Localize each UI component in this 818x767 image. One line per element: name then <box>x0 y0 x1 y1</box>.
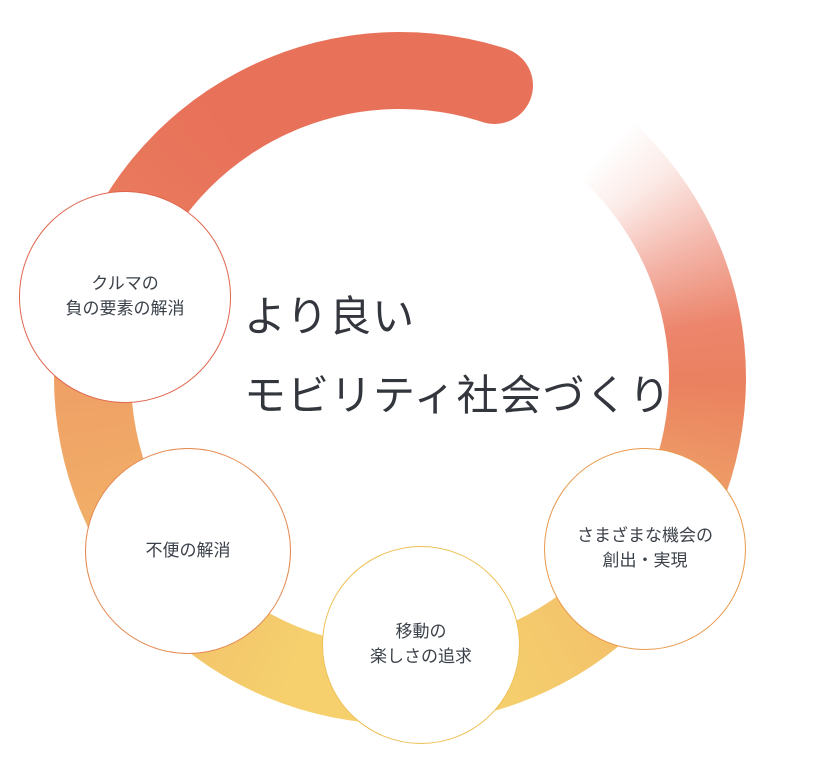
node-label-line: クルマの <box>91 274 159 294</box>
node-inconvenience-elimination: 不便の解消 <box>85 448 291 654</box>
node-label-line: 創出・実現 <box>602 551 688 570</box>
node-label-line: 負の要素の解消 <box>65 299 185 318</box>
center-title: より良い モビリティ社会づくり <box>244 296 671 417</box>
center-title-line-2: モビリティ社会づくり <box>244 372 672 419</box>
node-label: 不便の解消 <box>146 539 231 564</box>
node-label: 移動の 楽しさの追求 <box>370 620 472 669</box>
node-label-line: 不便の解消 <box>145 540 231 560</box>
node-label-line: 移動の <box>395 622 447 642</box>
center-title-line-1: より良い <box>244 293 416 340</box>
node-label: クルマの 負の要素の解消 <box>66 272 185 321</box>
node-label-line: さまざまな機会の <box>577 526 713 546</box>
node-label-line: 楽しさの追求 <box>370 647 472 666</box>
ring-arc-rounded-cap <box>456 47 533 124</box>
node-car-negative-elements: クルマの 負の要素の解消 <box>19 191 231 403</box>
node-joy-of-mobility: 移動の 楽しさの追求 <box>322 546 520 744</box>
node-label: さまざまな機会の 創出・実現 <box>577 524 713 573</box>
node-opportunity-creation: さまざまな機会の 創出・実現 <box>544 448 746 650</box>
